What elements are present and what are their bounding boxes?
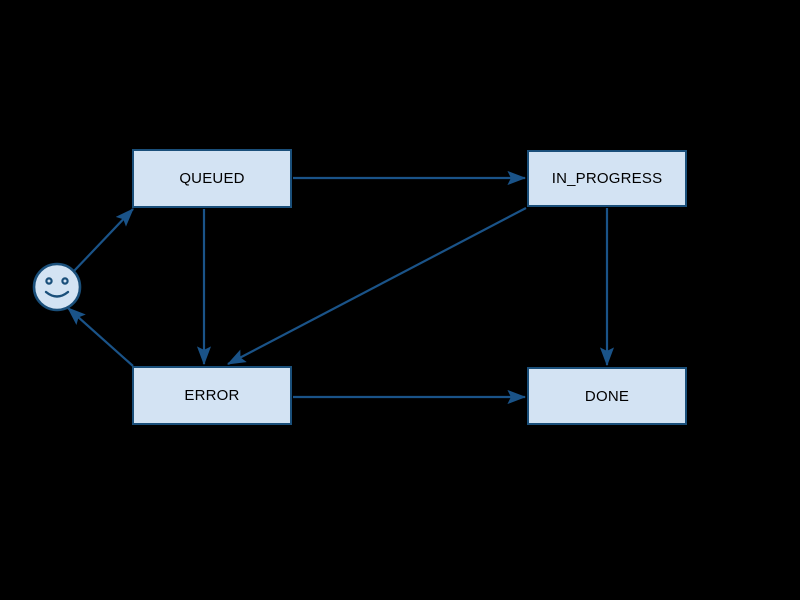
state-node-label: DONE — [584, 387, 630, 405]
edge-start-to-queued[interactable] — [73, 208, 134, 272]
state-node-done[interactable]: DONE — [527, 367, 687, 425]
smiley-face-icon — [32, 262, 82, 312]
state-node-label: QUEUED — [179, 170, 245, 187]
edge-error-to-start[interactable] — [67, 307, 134, 367]
state-node-label: IN_PROGRESS — [551, 170, 663, 187]
state-node-label: ERROR — [184, 387, 240, 404]
state-node-in-progress[interactable]: IN_PROGRESS — [527, 150, 687, 207]
state-node-error[interactable]: ERROR — [132, 366, 292, 425]
smiley-mouth-icon — [44, 290, 70, 298]
edge-in_progress-to-error[interactable] — [227, 207, 527, 365]
start-node[interactable] — [32, 262, 82, 312]
state-node-queued[interactable]: QUEUED — [132, 149, 292, 208]
smiley-eye-left-icon — [45, 277, 53, 285]
smiley-eye-right-icon — [61, 277, 69, 285]
